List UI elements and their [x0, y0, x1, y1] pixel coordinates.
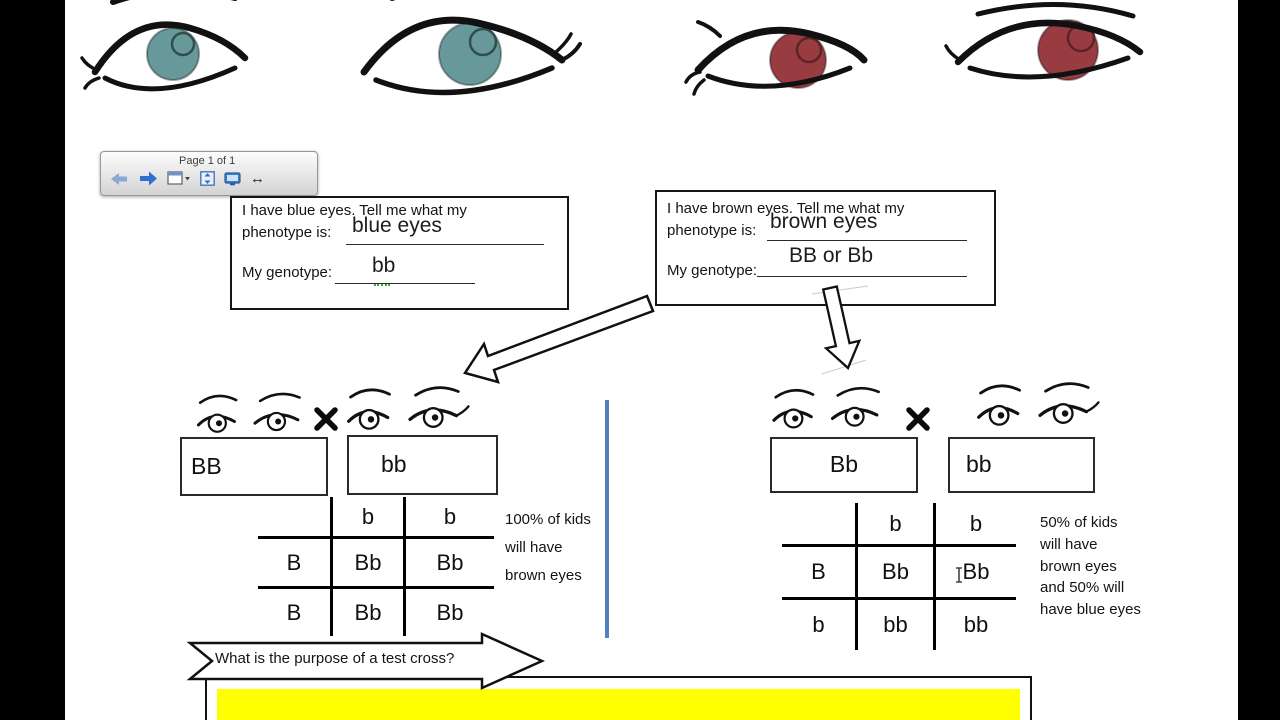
- punnett-col-header: b: [403, 497, 494, 539]
- blue-eyes-question-box: I have blue eyes. Tell me what my phenot…: [230, 196, 569, 310]
- punnett-row-header: B: [258, 586, 333, 636]
- answer-box: [205, 676, 1032, 720]
- blue-box-phenotype-label: phenotype is:: [242, 224, 332, 241]
- parent-genotype-label: Bb: [829, 451, 859, 477]
- parent-genotype-box: BB: [180, 437, 328, 496]
- blue-eye-illustration-2: [360, 0, 582, 96]
- punnett-row-header: B: [782, 544, 858, 600]
- parent-eyes-doodle: [772, 386, 880, 429]
- parent-genotype-label: BB: [191, 453, 222, 479]
- punnett-corner: [258, 497, 333, 539]
- punnett-cell: Bb: [403, 586, 494, 636]
- cross-icon: [906, 407, 930, 431]
- question-arrow-shape: [186, 632, 546, 690]
- fit-width-button[interactable]: ↔: [250, 170, 265, 187]
- fit-page-button[interactable]: [200, 171, 215, 186]
- brown-box-phenotype-answer: brown eyes: [770, 210, 878, 233]
- section-divider: [605, 400, 609, 638]
- parent-eyes-doodle: [977, 382, 1100, 426]
- parent-genotype-label: bb: [966, 451, 992, 477]
- arrow-to-left-cross: [463, 294, 655, 384]
- punnett-cell: Bb: [330, 586, 406, 636]
- punnett-cell: Bb: [855, 544, 936, 600]
- punnett-square-left: b b B Bb Bb B Bb Bb: [258, 497, 494, 636]
- highlighted-answer-area: [217, 689, 1020, 720]
- punnett-col-header: b: [855, 503, 936, 547]
- brown-eyes-question-box: I have brown eyes. Tell me what my pheno…: [655, 190, 996, 306]
- punnett-cell: Bb: [933, 544, 1016, 600]
- left-cross-result-text: 100% of kids will have brown eyes: [505, 511, 591, 584]
- previous-page-icon: [111, 172, 127, 185]
- blue-box-phenotype-answer: blue eyes: [352, 214, 442, 237]
- page-layout-button[interactable]: [167, 171, 191, 186]
- page-indicator: Page 1 of 1: [179, 155, 236, 167]
- page-navigation-toolbar: Page 1 of 1: [100, 151, 318, 196]
- right-cross-result-text: 50% of kids will have brown eyes and 50%…: [1040, 514, 1141, 618]
- punnett-cell: Bb: [330, 536, 406, 589]
- fit-screen-icon: [224, 171, 241, 185]
- genotype-blank-line: [335, 283, 475, 284]
- cross-icon: [314, 407, 338, 431]
- punnett-row-header: B: [258, 536, 333, 589]
- punnett-corner: [782, 503, 858, 547]
- blue-box-line1: I have blue eyes. Tell me what my: [242, 202, 467, 219]
- parent-eyes-doodle: [196, 392, 301, 433]
- blue-eye-illustration-1: [80, 0, 249, 92]
- punnett-cell: bb: [933, 597, 1016, 650]
- brown-eye-illustration-1: [684, 20, 868, 96]
- parent-genotype-label: bb: [381, 451, 407, 477]
- brown-box-line1: I have brown eyes. Tell me what my: [667, 200, 905, 217]
- punnett-square-right: b b B Bb Bb b bb bb: [782, 503, 1016, 650]
- spellcheck-squiggle: [374, 284, 390, 286]
- next-page-icon: [140, 171, 157, 186]
- punnett-cell: bb: [855, 597, 936, 650]
- phenotype-blank-line: [767, 240, 967, 241]
- page-layout-icon: [167, 171, 190, 185]
- brown-box-genotype-answer: BB or Bb: [789, 244, 874, 267]
- arrow-to-right-cross[interactable]: [808, 284, 872, 376]
- previous-page-button[interactable]: [110, 172, 129, 186]
- next-page-button[interactable]: [138, 171, 158, 186]
- punnett-cell: Bb: [403, 536, 494, 589]
- genotype-blank-line: [757, 276, 967, 277]
- brown-box-genotype-label: My genotype:: [667, 262, 758, 279]
- text-cursor-icon: [956, 567, 962, 583]
- brown-eye-illustration-2: [944, 1, 1144, 81]
- punnett-col-header: b: [330, 497, 406, 539]
- punnett-col-header: b: [933, 503, 1016, 547]
- phenotype-blank-line: [346, 244, 544, 245]
- punnett-row-header: b: [782, 597, 858, 650]
- blue-box-genotype-answer: bb: [372, 254, 396, 277]
- parent-eyes-doodle: [347, 386, 470, 430]
- blue-box-genotype-label: My genotype:: [242, 264, 333, 281]
- fit-page-icon: [200, 171, 215, 186]
- parent-genotype-box: Bb: [770, 437, 918, 493]
- fit-screen-button[interactable]: [224, 171, 241, 186]
- test-cross-question: What is the purpose of a test cross?: [215, 650, 455, 667]
- parent-genotype-box: bb: [948, 437, 1095, 493]
- brown-box-phenotype-label: phenotype is:: [667, 222, 757, 239]
- parent-genotype-box: bb: [347, 435, 498, 495]
